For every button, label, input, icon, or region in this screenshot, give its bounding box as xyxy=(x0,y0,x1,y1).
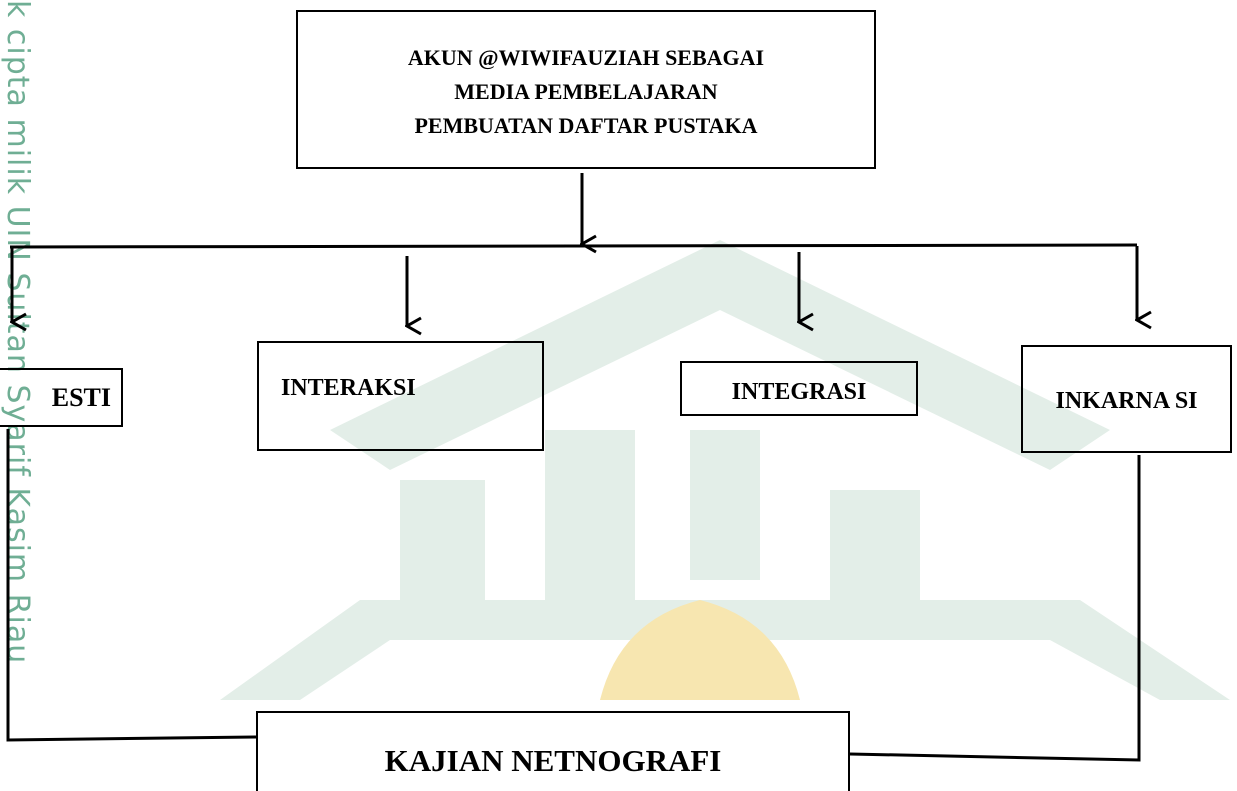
manifestasi-node-box: ESTI xyxy=(0,368,123,427)
root-node-line-2: MEDIA PEMBELAJARAN xyxy=(454,78,718,104)
kajian-netnografi-label: KAJIAN NETNOGRAFI xyxy=(384,743,722,778)
interaksi-node-box: INTERAKSI xyxy=(257,341,544,451)
inkarnasi-node-label: INKARNA SI xyxy=(1055,388,1198,414)
watermark-block-far xyxy=(830,490,920,600)
manifestasi-node-label: ESTI xyxy=(51,382,111,412)
diagram-connectors xyxy=(6,173,1237,762)
root-node-line-1: AKUN @WIWIFAUZIAH SEBAGAI xyxy=(407,44,765,70)
watermark-block-left xyxy=(400,480,485,600)
connector-manifestasi-to-kajian xyxy=(6,429,257,742)
integrasi-node-label: INTEGRASI xyxy=(731,379,867,405)
integrasi-node-box: INTEGRASI xyxy=(680,361,918,416)
university-logo-watermark xyxy=(220,240,1230,700)
watermark-base-shape xyxy=(220,600,1230,700)
connector-inkarnasi-to-kajian xyxy=(849,455,1141,762)
watermark-gold-emblem xyxy=(600,600,800,700)
interaksi-node-label: INTERAKSI xyxy=(281,375,416,401)
horizontal-bus-line xyxy=(9,243,1138,249)
watermark-block-mid xyxy=(545,430,635,600)
inkarnasi-node-box: INKARNA SI xyxy=(1021,345,1232,453)
root-node-line-3: PEMBUATAN DAFTAR PUSTAKA xyxy=(414,112,758,138)
root-node-box: AKUN @WIWIFAUZIAH SEBAGAI MEDIA PEMBELAJ… xyxy=(296,10,876,169)
kajian-netnografi-node-box: KAJIAN NETNOGRAFI xyxy=(256,711,850,791)
watermark-roof-shape xyxy=(330,240,1110,470)
watermark-block-right xyxy=(690,430,760,580)
